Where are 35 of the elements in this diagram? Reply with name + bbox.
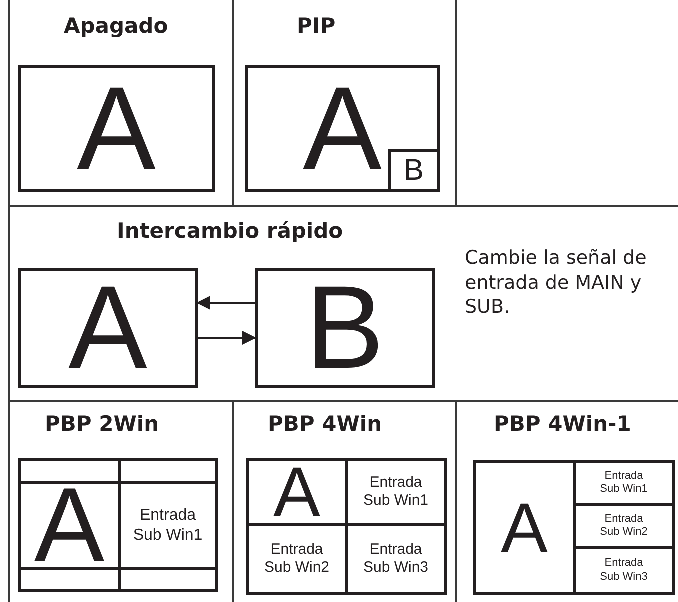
screen-letter: A bbox=[303, 70, 382, 188]
screen-box bbox=[473, 460, 675, 595]
window-label: Entrada Sub Win3 bbox=[599, 557, 649, 584]
window-label: Entrada Sub Win2 bbox=[599, 512, 649, 540]
screen-box bbox=[18, 458, 218, 592]
window-label: Entrada Sub Win1 bbox=[599, 470, 649, 496]
screen-letter: A bbox=[501, 492, 548, 562]
window-label: Entrada Sub Win2 bbox=[263, 541, 331, 577]
window-label: B bbox=[404, 152, 424, 188]
mode-heading: PIP bbox=[297, 14, 336, 38]
arrow bbox=[198, 331, 256, 345]
mode-heading: PBP 2Win bbox=[45, 412, 160, 436]
screen-letter: A bbox=[274, 457, 320, 527]
window-label: Entrada Sub Win3 bbox=[362, 541, 430, 577]
screen-box bbox=[255, 268, 435, 388]
window-label: Entrada Sub Win1 bbox=[132, 506, 204, 545]
screen-box bbox=[246, 458, 447, 595]
mode-heading: Intercambio rápido bbox=[117, 219, 344, 243]
inset-window bbox=[388, 149, 440, 192]
window-label: Entrada Sub Win1 bbox=[362, 474, 430, 510]
description-text: Cambie la señal de entrada de MAIN y SUB. bbox=[465, 246, 648, 320]
arrow bbox=[196, 296, 255, 310]
screen-letter: A bbox=[68, 269, 148, 387]
screen-box bbox=[18, 268, 198, 388]
screen-letter: A bbox=[34, 473, 105, 578]
screen-letter: B bbox=[306, 269, 384, 387]
screen-letter: A bbox=[77, 70, 156, 188]
mode-heading: PBP 4Win bbox=[268, 412, 382, 436]
mode-heading: PBP 4Win-1 bbox=[494, 412, 632, 436]
screen-box bbox=[245, 65, 440, 192]
window-pane bbox=[121, 481, 215, 570]
mode-heading: Apagado bbox=[64, 14, 168, 38]
screen-box bbox=[18, 65, 215, 192]
window-pane bbox=[21, 481, 121, 570]
window-pane bbox=[249, 461, 348, 526]
